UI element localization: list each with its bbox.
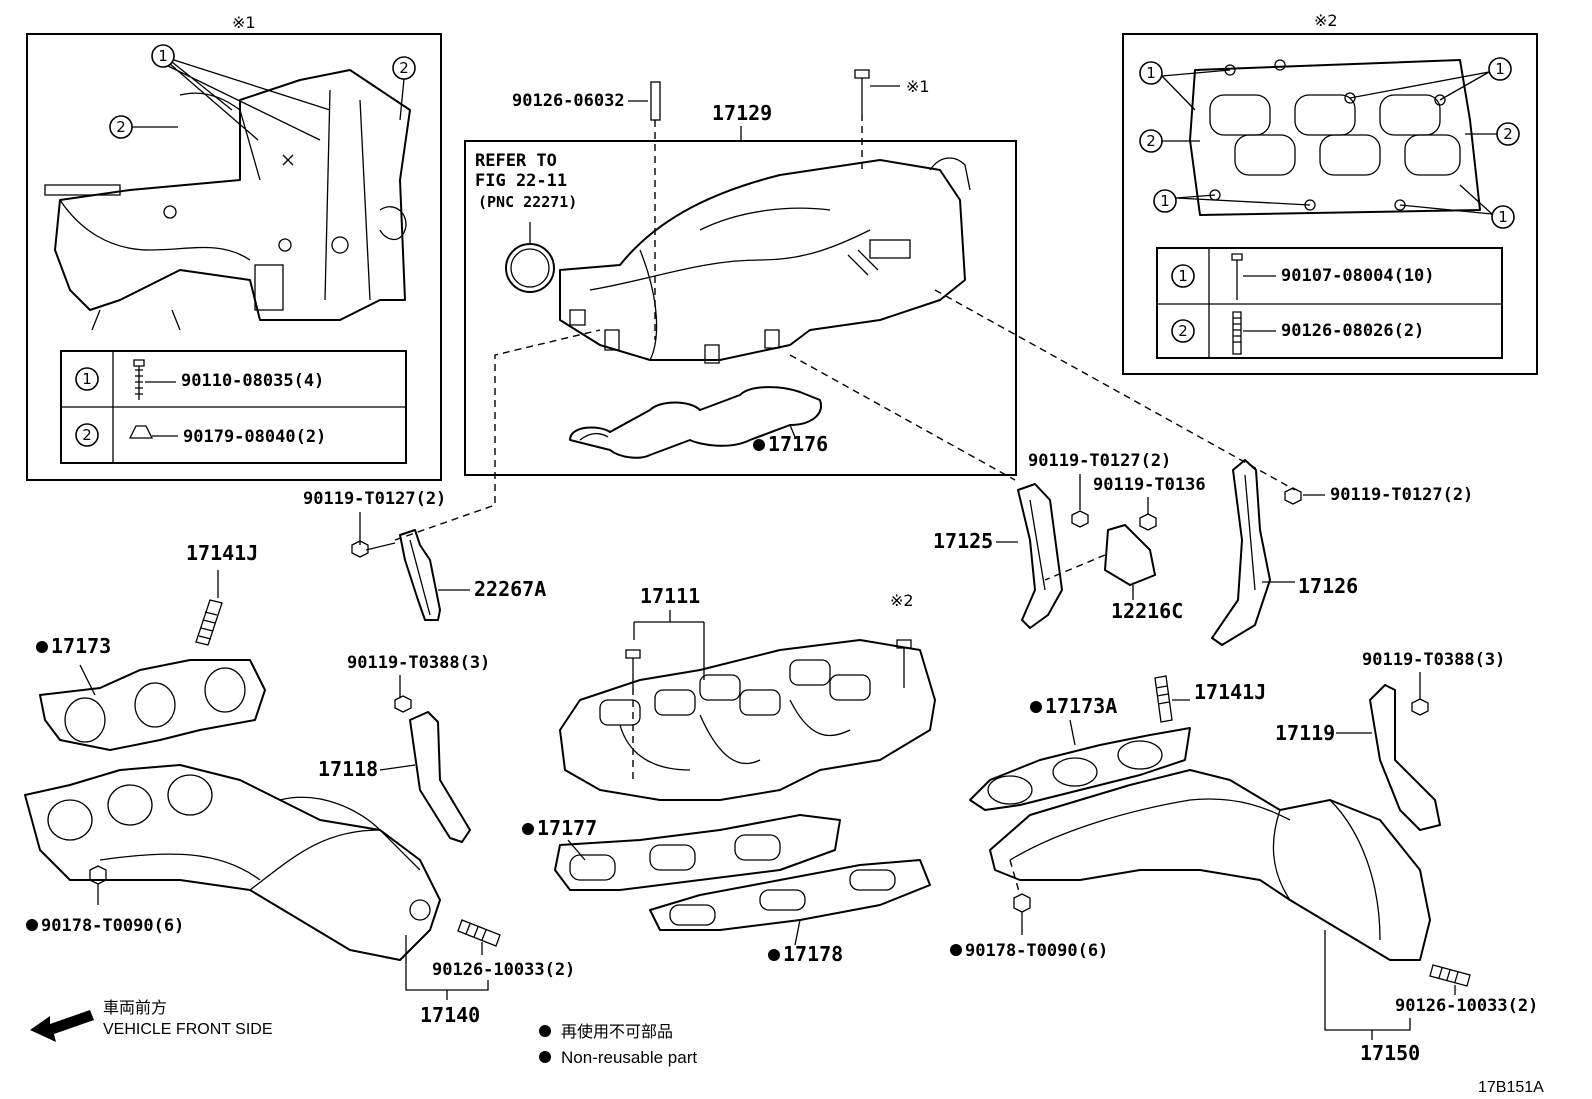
callout-22267A: 22267A: [474, 577, 546, 601]
nut-90178-T0090-right: 90178-T0090(6): [950, 912, 1108, 961]
svg-text:1: 1: [158, 47, 168, 65]
callout-17177: 17177: [537, 816, 597, 840]
callout-17141J-left: 17141J: [186, 541, 258, 565]
bracket-17118: 17118: [318, 711, 471, 843]
bolt-90119-T0127-left: 90119-T0127(2): [303, 329, 601, 558]
inset-1-row-1-key: 1: [82, 370, 92, 388]
front-arrow-icon: [30, 1010, 94, 1042]
callout-90119-T0388-left: 90119-T0388(3): [347, 653, 490, 673]
direction-jp: 車両前方: [103, 998, 167, 1017]
bracket-12216C: 90119-T0136 12216C: [1044, 475, 1206, 623]
callout-note1: ※1: [906, 77, 930, 96]
inset-1-row-1-part: 90110-08035(4): [181, 371, 324, 391]
svg-text:2: 2: [1503, 125, 1513, 143]
inset-2: ※2 1 1 2 2 1 1: [1122, 11, 1538, 375]
bullet-icon: [539, 1025, 551, 1037]
refer-to-line1: REFER TO: [475, 151, 557, 171]
callout-17173: 17173: [51, 634, 111, 658]
callout-90178-T0090-left: 90178-T0090(6): [41, 916, 184, 936]
gasket-17178: 17178: [649, 859, 931, 966]
gasket-17176: 17176: [569, 386, 828, 459]
inset-2-row-1-part: 90107-08004(10): [1281, 266, 1435, 286]
gasket-17173: 17173: [36, 634, 266, 751]
callout-17126: 17126: [1298, 574, 1358, 598]
svg-text:1: 1: [1160, 192, 1170, 210]
inset-2-row-2-key: 2: [1178, 322, 1188, 340]
callout-90119-T0388-right: 90119-T0388(3): [1362, 650, 1505, 670]
callout-90119-T0127-right: 90119-T0127(2): [1330, 485, 1473, 505]
callout-17176: 17176: [768, 432, 828, 456]
inset-1-callout-1: [151, 44, 175, 68]
inset-2-table: 1 2 90107-08004(10) 90126-08026(2): [1156, 247, 1503, 359]
non-reusable-legend: 再使用不可部品 Non-reusable part: [539, 1022, 697, 1067]
bolt-note1: ※1: [854, 69, 930, 170]
svg-text:2: 2: [116, 118, 126, 136]
inset-1-table: 1 2 90110-08035(4) 90179-08040(2): [60, 350, 407, 464]
inset-2-row-1-key: 1: [1178, 267, 1188, 285]
stud-90126-06032: 90126-06032: [512, 81, 661, 340]
gasket-17177: 17177: [522, 814, 841, 891]
figure-id: 17B151A: [1478, 1079, 1544, 1096]
svg-text:2: 2: [1146, 132, 1156, 150]
nonreuse-en: Non-reusable part: [561, 1048, 697, 1067]
inset-2-title: ※2: [1314, 11, 1338, 30]
direction-en: VEHICLE FRONT SIDE: [103, 1021, 273, 1038]
gasket-17173A: 17173A: [969, 694, 1191, 811]
inset-1: ※1 1 2 2: [26, 13, 442, 481]
callout-90126-06032: 90126-06032: [512, 91, 625, 111]
callout-90126-10033-right: 90126-10033(2): [1395, 996, 1538, 1016]
svg-text:1: 1: [1495, 60, 1505, 78]
nut-90178-T0090-left: 90178-T0090(6): [26, 865, 184, 936]
bolt-90119-T0388-left: 90119-T0388(3): [347, 653, 490, 713]
bracket-17119: 90119-T0388(3) 17119: [1275, 650, 1505, 831]
inset-2-gasket-drawing: [1189, 59, 1481, 216]
refer-to-line3: (PNC 22271): [478, 193, 577, 211]
refer-to-line2: FIG 22-11: [475, 171, 567, 191]
callout-90126-10033-left: 90126-10033(2): [432, 960, 575, 980]
bracket-17125: 90119-T0127(2) 17125: [789, 354, 1171, 629]
intake-plenum-17129: 17129 REFER TO FIG 22-11 (PNC 22271): [464, 101, 1017, 476]
callout-12216C: 12216C: [1111, 599, 1183, 623]
callout-90178-T0090-right: 90178-T0090(6): [965, 941, 1108, 961]
bracket-22267A: 22267A: [399, 529, 546, 621]
callout-17140: 17140: [420, 1003, 480, 1027]
callout-17150: 17150: [1360, 1041, 1420, 1065]
callout-17178: 17178: [783, 942, 843, 966]
callout-17141J-right: 17141J: [1194, 680, 1266, 704]
callout-17119: 17119: [1275, 721, 1335, 745]
callout-90119-T0136: 90119-T0136: [1093, 475, 1206, 495]
svg-text:1: 1: [1498, 208, 1508, 226]
bullet-icon: [539, 1051, 551, 1063]
inset-2-row-2-part: 90126-08026(2): [1281, 321, 1424, 341]
callout-17129: 17129: [712, 101, 772, 125]
callout-17173A: 17173A: [1045, 694, 1117, 718]
callout-90119-T0127-mid: 90119-T0127(2): [1028, 451, 1171, 471]
nonreuse-jp: 再使用不可部品: [561, 1022, 673, 1041]
inset-1-manifold-drawing: [44, 69, 411, 331]
callout-17118: 17118: [318, 757, 378, 781]
vehicle-front-legend: 車両前方 VEHICLE FRONT SIDE: [30, 998, 273, 1042]
stud-90126-10033-right: 90126-10033(2): [1395, 964, 1538, 1016]
inset-1-row-2-part: 90179-08040(2): [183, 427, 326, 447]
exhaust-manifold-17140: 17140: [24, 764, 489, 1027]
svg-text:1: 1: [1146, 64, 1156, 82]
gasket-ring: [505, 243, 555, 293]
callout-17111: 17111: [640, 584, 700, 608]
svg-text:2: 2: [399, 59, 409, 77]
inset-1-row-2-key: 2: [82, 426, 92, 444]
inset-1-title: ※1: [232, 13, 256, 32]
stud-90126-10033-left: 90126-10033(2): [432, 919, 575, 980]
intake-manifold-17111: 17111 ※2: [559, 584, 936, 801]
stud-17141J-left: 17141J: [186, 541, 258, 646]
exhaust-manifold-17150: 17150: [989, 769, 1431, 1065]
callout-90119-T0127-left: 90119-T0127(2): [303, 489, 446, 509]
bracket-17126: 90119-T0127(2) 17126: [934, 289, 1473, 646]
callout-note2: ※2: [890, 591, 914, 610]
stud-17141J-right: 17141J: [1154, 675, 1266, 723]
callout-17125: 17125: [933, 529, 993, 553]
